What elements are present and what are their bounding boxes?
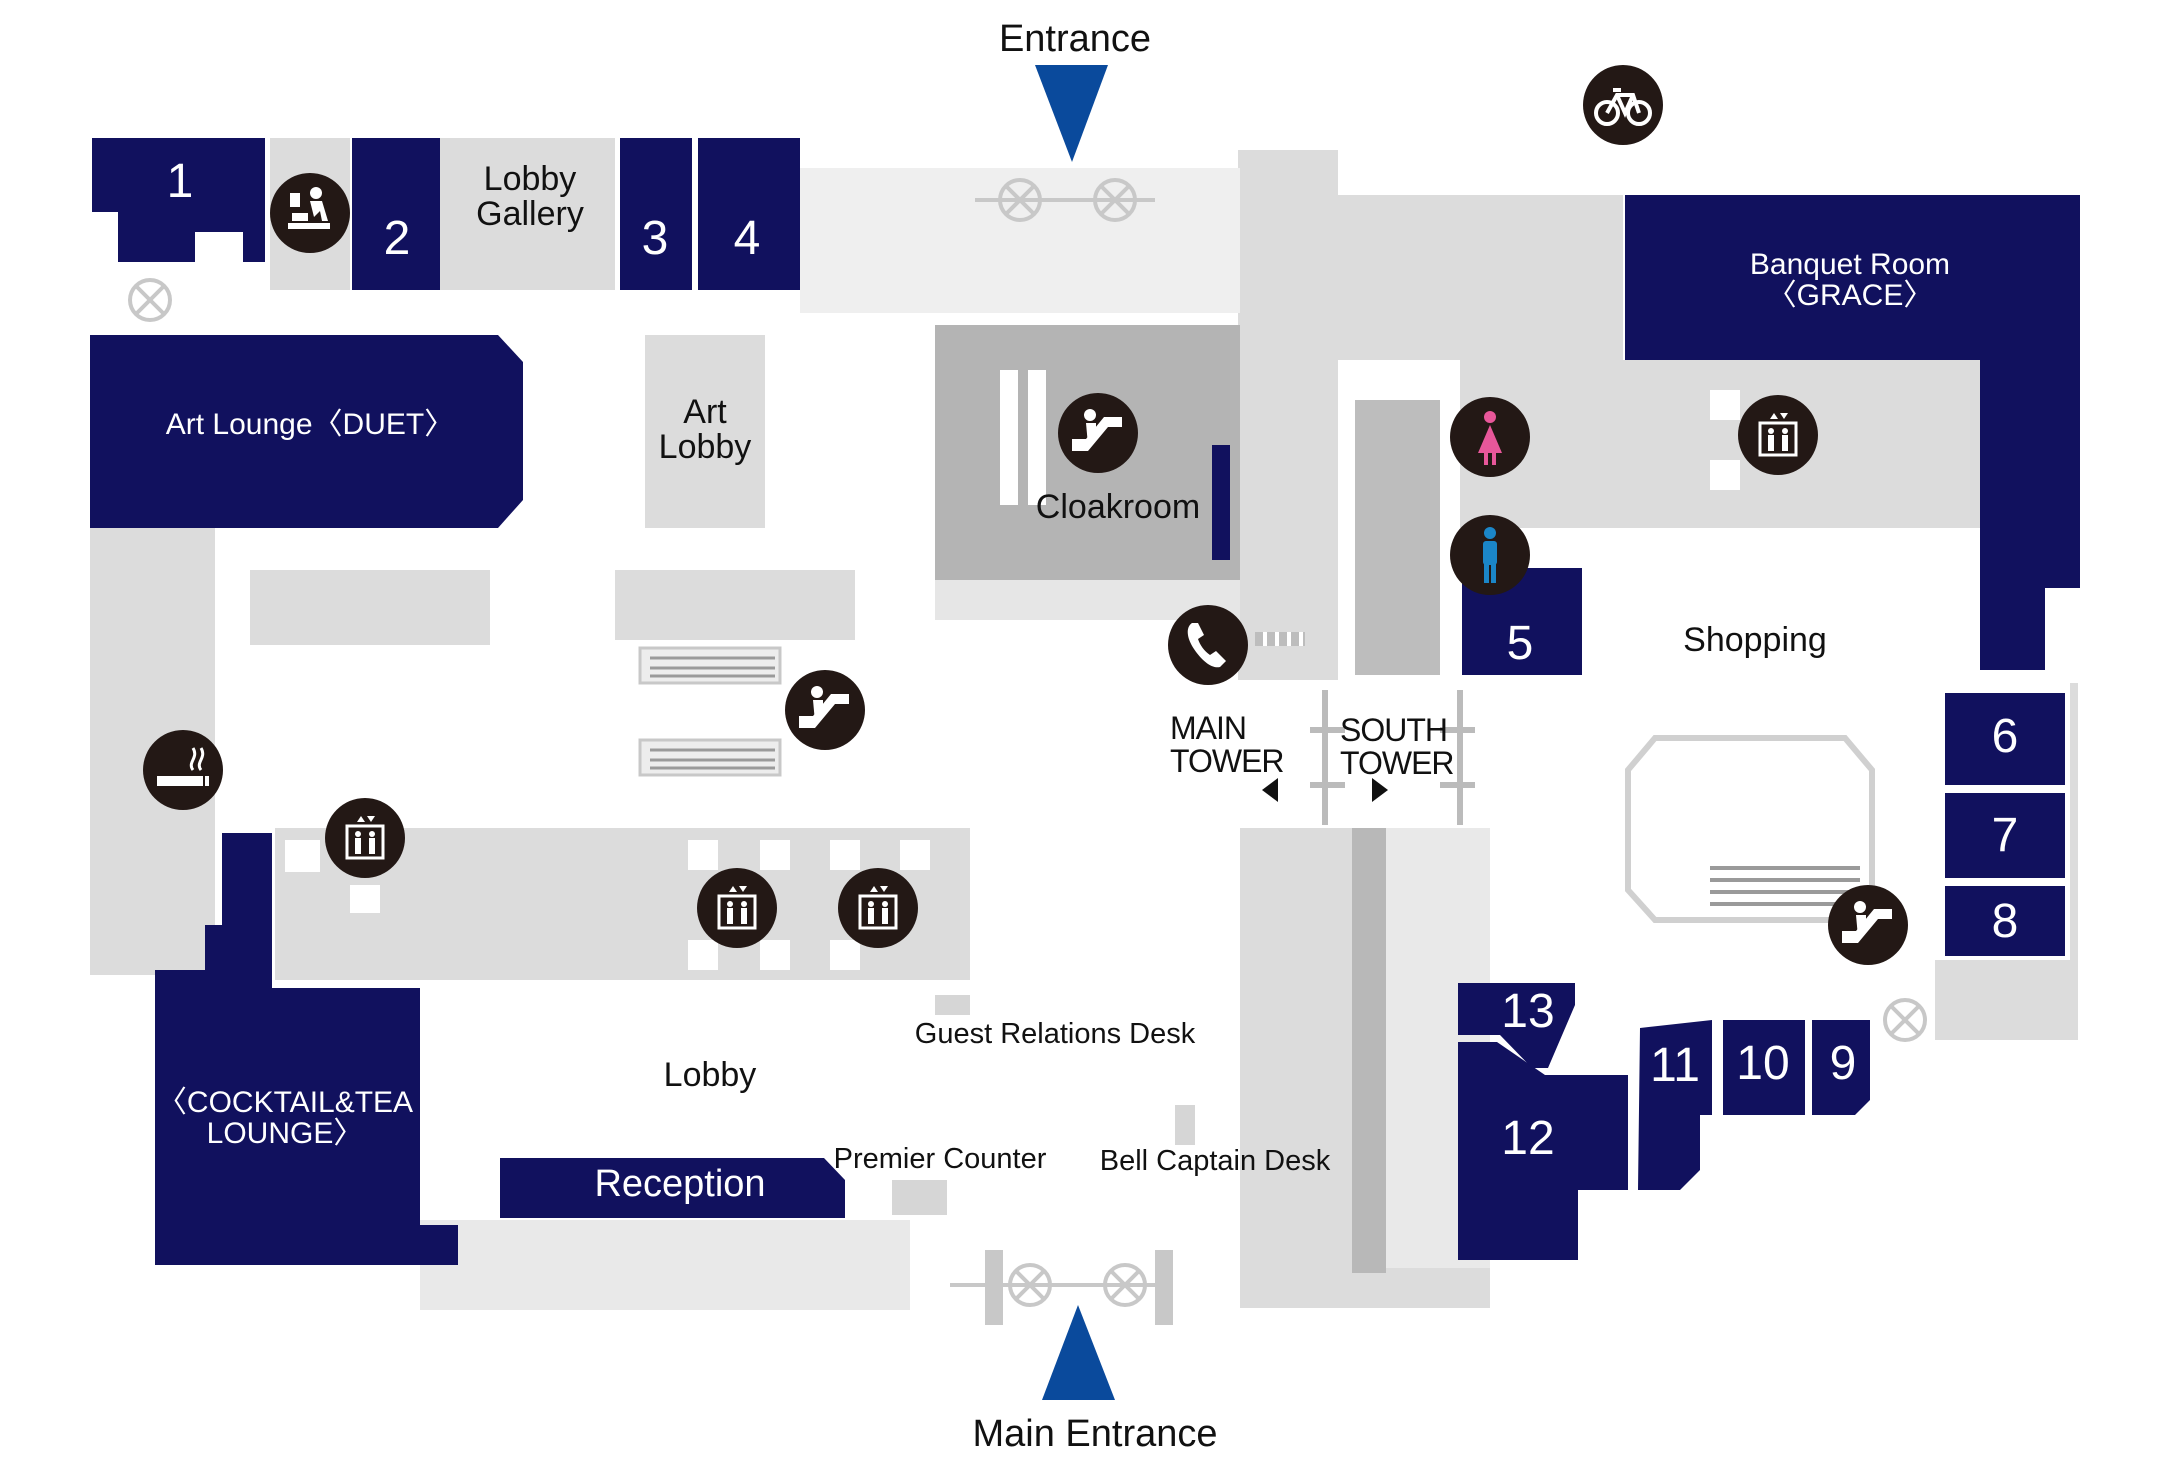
reception-shape [500, 1158, 845, 1218]
smoking-area-icon [143, 730, 223, 810]
womens-restroom-icon [1450, 397, 1530, 477]
room-7-label: 7 [1991, 809, 2019, 862]
main-tower-label: MAIN TOWER [1170, 710, 1285, 779]
reception-label: Reception [594, 1163, 766, 1205]
room-8-label: 8 [1991, 895, 2019, 948]
room-13-shape [1458, 983, 1575, 1068]
center-bench [615, 570, 855, 640]
cloakroom-label: Cloakroom [1035, 488, 1201, 526]
art-lobby-area [645, 335, 765, 528]
cocktail-lounge-shape [155, 833, 458, 1265]
escalator-icon [785, 670, 865, 750]
banquet-shape [1625, 195, 2080, 670]
entrance-label: Entrance [998, 18, 1152, 60]
main-entrance-label: Main Entrance [972, 1413, 1218, 1455]
west-bench [250, 570, 490, 645]
room-12-label: 12 [1501, 1112, 1555, 1165]
east-mid-floor [1460, 360, 1980, 528]
premier-counter-desk [892, 1180, 947, 1215]
entrance-vestibule [800, 168, 1240, 313]
restroom-wall [1355, 400, 1440, 675]
elevator-icon [1738, 395, 1818, 475]
room-11-shape [1638, 1020, 1712, 1190]
room-6-label: 6 [1991, 710, 2019, 763]
escalator-west-2 [638, 738, 782, 777]
central-east-block [1238, 150, 1338, 680]
top-entrance-arrow [1035, 65, 1108, 162]
cloakroom-rack-a [1000, 370, 1018, 505]
room-1-label: 1 [166, 155, 194, 208]
elevator-icon [325, 798, 405, 878]
room-4-label: 4 [733, 212, 761, 265]
cloakroom-door [1212, 445, 1230, 560]
east-wall [2070, 683, 2078, 1040]
cocktail-lounge-label: 〈COCKTAIL&TEA LOUNGE〉 [156, 1086, 414, 1150]
elevator-icon [697, 868, 777, 948]
south-tower-arrow [1372, 778, 1388, 802]
room-3-label: 3 [641, 212, 669, 265]
telephone-icon [1168, 605, 1248, 685]
baby-changing-icon [270, 173, 350, 253]
bell-captain-desk-label: Bell Captain Desk [1099, 1145, 1331, 1177]
telephone-booths [1255, 632, 1305, 646]
east-lower-hall [1935, 960, 2075, 1040]
room-12-shape [1458, 1042, 1628, 1260]
room-13-label: 13 [1501, 985, 1555, 1038]
bicycle-icon [1583, 65, 1663, 145]
room-3-shape [620, 138, 692, 290]
banquet-room-label: Banquet Room 〈GRACE〉 [1749, 248, 1951, 312]
room-10-label: 10 [1736, 1037, 1790, 1090]
room-6-shape [1945, 693, 2065, 785]
room-9-label: 9 [1829, 1037, 1857, 1090]
room-5-label: 5 [1506, 617, 1534, 670]
room-10-shape [1723, 1020, 1805, 1115]
room-9-shape [1812, 1020, 1870, 1115]
room-11-label: 11 [1650, 1039, 1700, 1092]
cloakroom-rack-b [1028, 370, 1046, 505]
room-1-shape [92, 138, 265, 262]
room-4-shape [698, 138, 800, 290]
south-divider [1352, 828, 1386, 1273]
escalator-icon [1828, 885, 1908, 965]
escalator-icon [1058, 393, 1138, 473]
art-lounge-label: Art Lounge〈DUET〉 [165, 408, 455, 441]
elevator-icon [838, 868, 918, 948]
art-lounge-shape [90, 335, 523, 528]
shopping-label: Shopping [1683, 621, 1827, 659]
premier-counter-label: Premier Counter [833, 1143, 1047, 1175]
south-tower-label: SOUTH TOWER [1340, 712, 1455, 781]
bell-captain-desk-shape [1175, 1105, 1195, 1145]
room-8-shape [1945, 886, 2065, 956]
lobby-label: Lobby [663, 1056, 757, 1094]
bottom-entrance-arrow [1042, 1305, 1115, 1400]
mens-restroom-icon [1450, 515, 1530, 595]
room-7-shape [1945, 793, 2065, 878]
east-upper-floor [1338, 195, 1623, 360]
guest-relations-desk-label: Guest Relations Desk [914, 1018, 1196, 1050]
room-2-shape [352, 138, 440, 290]
guest-relations-desk-shape [935, 995, 970, 1015]
lobby-gallery-area [440, 138, 615, 290]
art-lobby-label: Art Lobby [658, 393, 752, 466]
escalator-west [638, 646, 782, 685]
main-tower-arrow [1262, 778, 1278, 802]
room-2-label: 2 [383, 212, 411, 265]
reception-floor [420, 1220, 910, 1310]
lobby-gallery-label: Lobby Gallery [476, 160, 584, 233]
